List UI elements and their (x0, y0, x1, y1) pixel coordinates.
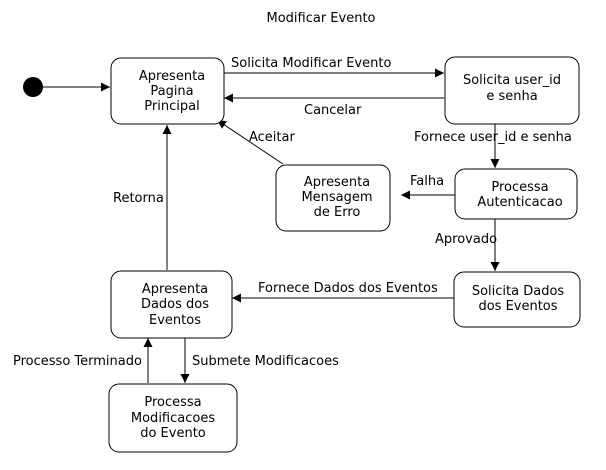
initial-state (23, 77, 43, 97)
label-processo-terminado: Processo Terminado (13, 354, 142, 369)
transition-aceitar (216, 119, 284, 165)
svg-text:de Erro: de Erro (314, 205, 361, 220)
state-solicita-user-id: Solicita user_id e senha (444, 56, 580, 125)
svg-text:Processa: Processa (144, 395, 201, 410)
state-apresenta-dados-eventos: Apresenta Dados dos Eventos (110, 270, 233, 339)
svg-text:do Evento: do Evento (140, 426, 206, 441)
label-aceitar: Aceitar (249, 130, 295, 145)
svg-text:Autenticacao: Autenticacao (477, 195, 562, 210)
svg-text:Apresenta: Apresenta (304, 175, 370, 190)
svg-text:Processa: Processa (491, 180, 548, 195)
svg-text:Solicita user_id: Solicita user_id (463, 73, 561, 88)
svg-text:Eventos: Eventos (149, 313, 201, 328)
svg-text:Solicita Dados: Solicita Dados (472, 284, 565, 299)
state-processa-modificacoes: Processa Modificacoes do Evento (108, 383, 238, 453)
label-cancelar: Cancelar (304, 103, 362, 118)
label-solicita-modificar: Solicita Modificar Evento (231, 56, 391, 71)
svg-text:Mensagem: Mensagem (301, 190, 372, 205)
label-submete: Submete Modificacoes (192, 354, 339, 369)
state-solicita-dados-eventos: Solicita Dados dos Eventos (453, 271, 581, 328)
svg-text:e senha: e senha (486, 89, 537, 104)
svg-text:Apresenta: Apresenta (139, 69, 205, 84)
diagram-title: Modificar Evento (266, 11, 375, 26)
svg-text:Principal: Principal (144, 99, 199, 114)
svg-text:Apresenta: Apresenta (142, 282, 208, 297)
state-apresenta-mensagem-erro: Apresenta Mensagem de Erro (275, 164, 391, 232)
svg-text:Dados dos: Dados dos (141, 297, 209, 312)
label-fornece-dados: Fornece Dados dos Eventos (258, 281, 438, 296)
label-retorna: Retorna (113, 191, 164, 206)
svg-text:Modificacoes: Modificacoes (131, 411, 215, 426)
state-apresenta-pagina-principal: Apresenta Pagina Principal (110, 57, 225, 125)
state-processa-autenticacao: Processa Autenticacao (454, 168, 578, 220)
label-fornece-user: Fornece user_id e senha (414, 130, 572, 145)
label-falha: Falha (410, 174, 444, 189)
svg-text:dos Eventos: dos Eventos (478, 299, 557, 314)
svg-text:Pagina: Pagina (150, 84, 193, 99)
label-aprovado: Aprovado (435, 232, 497, 247)
